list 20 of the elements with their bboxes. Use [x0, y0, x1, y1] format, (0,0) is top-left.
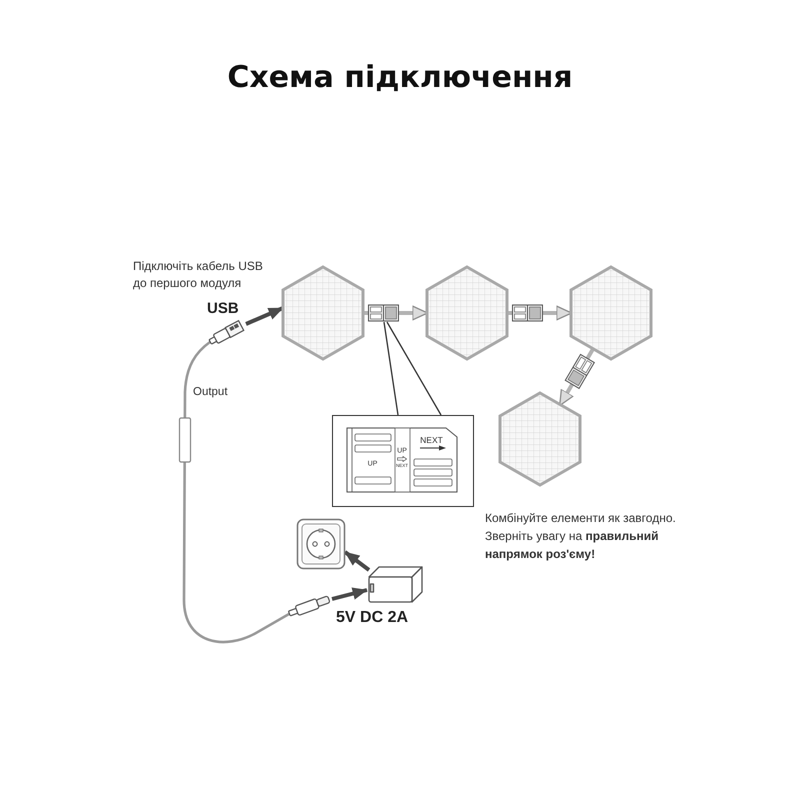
- cable: [182, 340, 290, 644]
- wall-socket: [296, 518, 346, 570]
- leader-line: [383, 322, 399, 416]
- arrow: [344, 550, 370, 572]
- plug-label: USB: [207, 300, 239, 318]
- connector-label: NEXT: [420, 435, 443, 444]
- arrow: [245, 306, 284, 326]
- leader-line: [386, 322, 442, 416]
- power-adapter: [366, 564, 424, 604]
- edge-label: Output: [192, 386, 229, 400]
- callout-box: [332, 415, 474, 507]
- voltage-label: 5V DC 2A: [336, 608, 408, 628]
- note-text: Комбінуйте елементи як завгодно. Зверніть увагу на правильний напрямок роз'єму!: [485, 510, 677, 563]
- instruction-text: Підключіть кабель USB до першого модуля: [133, 258, 264, 292]
- hexagon-panel: [425, 265, 509, 361]
- diagram-title: Схема підключення: [227, 60, 573, 96]
- hexagon-panel: [569, 265, 653, 361]
- hexagon-panel: [281, 265, 365, 361]
- hexagon-panel: [498, 391, 582, 487]
- arrow: [332, 588, 368, 601]
